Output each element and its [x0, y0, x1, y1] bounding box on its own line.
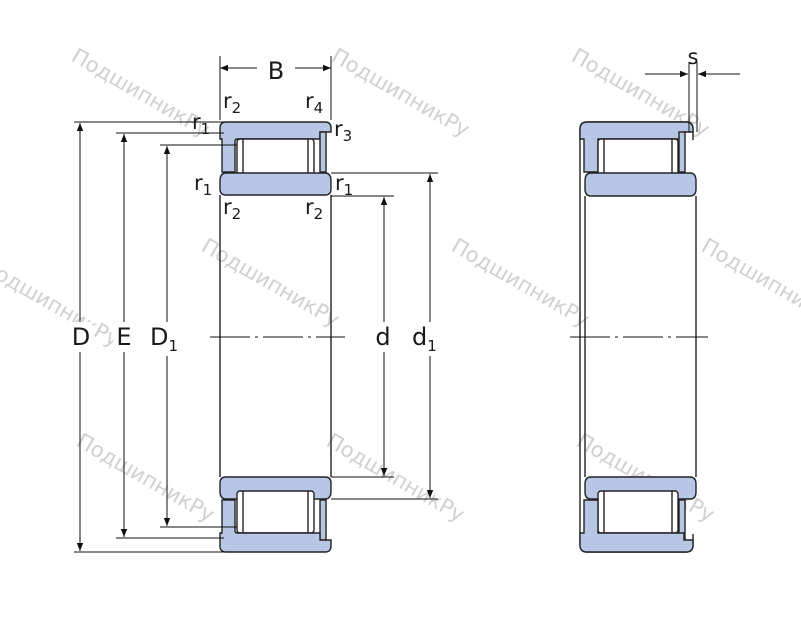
outer-ring [219, 121, 332, 173]
outer-ring [579, 121, 694, 173]
label-r1-left: r1 [194, 171, 212, 199]
watermark-text: ПодшипникРу [448, 234, 594, 332]
lower-side-section [579, 476, 697, 553]
label-r4: r4 [305, 89, 323, 117]
label-B: B [268, 57, 284, 85]
inner-ring [584, 172, 697, 197]
upper-side-section [579, 121, 697, 197]
cylindrical-roller [236, 490, 315, 534]
label-E: E [116, 323, 131, 351]
label-r2-top-left: r2 [223, 89, 241, 117]
outer-ring [219, 499, 332, 553]
label-D1: D1 [150, 323, 178, 355]
label-r2-bottom-left: r2 [223, 195, 241, 223]
label-D: D [72, 323, 90, 351]
label-r3: r3 [334, 117, 352, 145]
label-r1-top: r1 [192, 110, 210, 138]
label-s: s [688, 45, 699, 69]
inner-ring [219, 172, 332, 196]
label-r2-bottom-right: r2 [305, 195, 323, 223]
watermark-text: ПодшипникРу [73, 429, 219, 527]
dimension-labels: B D E D1 d d1 r1 r2 r4 r3 r1 r1 r2 r2 [70, 56, 448, 356]
watermark-text: ПодшипникРу [323, 429, 469, 527]
bearing-side-view: s [570, 45, 740, 553]
snap-ring [319, 499, 327, 541]
snap-ring [319, 131, 327, 173]
bearing-section-view [210, 121, 345, 553]
cylindrical-roller [597, 490, 679, 534]
watermark-text: ПодшипникРу [0, 254, 124, 352]
watermark-text: ПодшипникРу [698, 234, 801, 332]
upper-section [219, 121, 332, 196]
outer-ring [579, 499, 694, 553]
lower-section [219, 476, 332, 553]
label-d1: d1 [412, 323, 437, 355]
label-d: d [375, 323, 390, 351]
watermark-layer: ПодшипникРу ПодшипникРу ПодшипникРу Подш… [0, 44, 801, 527]
label-r1-right: r1 [335, 171, 353, 199]
snap-ring [678, 131, 686, 173]
